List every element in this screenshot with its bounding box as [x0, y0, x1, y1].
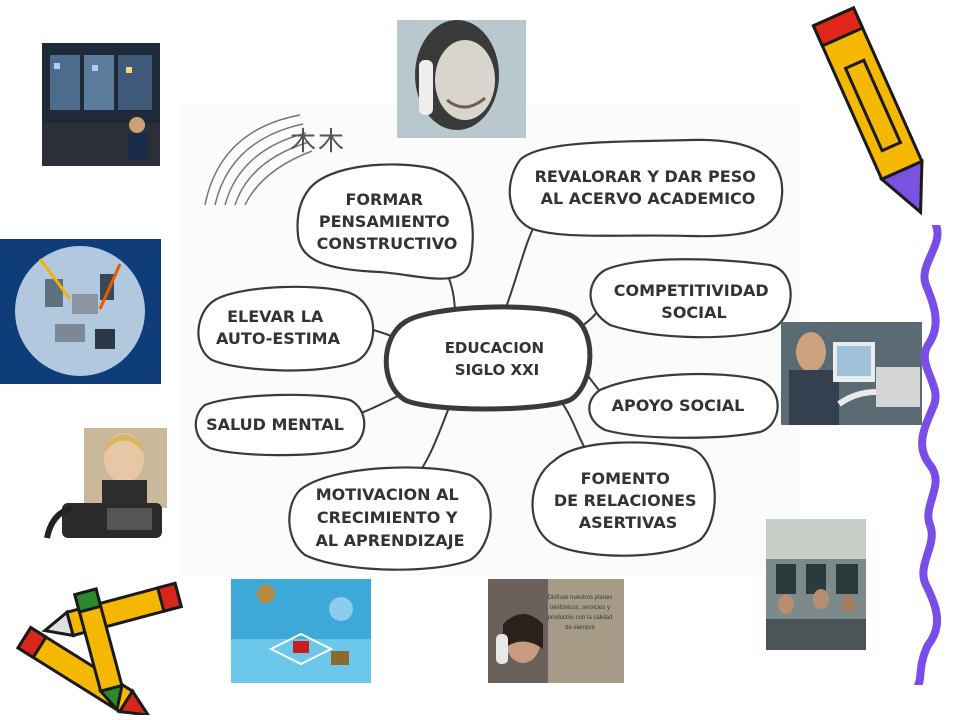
caption-line-3: productos con la calidad [548, 615, 613, 621]
bubble-competitividad [589, 258, 792, 339]
call-center-photo [766, 519, 866, 650]
wavy-line-decoration [914, 225, 942, 685]
node-label-apoyo: APOYO SOCIAL [612, 396, 745, 415]
svg-text:木: 木 [318, 127, 344, 157]
woman-desk-phone-photo [42, 428, 167, 541]
node-label-motivacion: MOTIVACION AL CRECIMIENTO Y AL APRENDIZA… [316, 485, 465, 550]
bubble-elevar [197, 285, 375, 372]
pencil-icon [811, 5, 924, 216]
node-label-fomento: FOMENTO DE RELACIONES ASERTIVAS [554, 469, 702, 532]
control-room-photo [42, 43, 160, 166]
caption-line-2: telefónicos, servicios y [550, 605, 610, 611]
technology-collage-photo [0, 239, 161, 384]
bubble-apoyo [588, 372, 779, 439]
caption-line-1: Disfrute nuestros planes [548, 595, 613, 601]
node-label-competitividad: COMPETITIVIDAD SOCIAL [614, 281, 775, 322]
bubble-motivacion [288, 466, 492, 571]
center-label: EDUCACION SIGLO XXI [445, 339, 550, 379]
crossed-pencils-icon [15, 581, 184, 715]
bubble-center [383, 304, 593, 412]
caption-line-4: de siempre [565, 625, 595, 631]
node-label-salud: SALUD MENTAL [206, 415, 344, 434]
swoosh-logo-icon: 木 木 [204, 114, 344, 206]
customer-service-photo: Disfrute nuestros planes telefónicos, se… [488, 579, 624, 683]
man-laptop-phone-photo [781, 322, 922, 425]
bubble-fomento [531, 441, 716, 557]
bubble-salud [194, 393, 366, 457]
bubble-revalorar [508, 138, 784, 238]
node-label-revalorar: REVALORAR Y DAR PESO AL ACERVO ACADEMICO [535, 167, 762, 208]
bubble-formar [296, 163, 474, 280]
network-collage-photo [231, 579, 371, 683]
svg-text:木: 木 [290, 127, 316, 157]
node-label-elevar: ELEVAR LA AUTO-ESTIMA [216, 307, 341, 348]
node-label-formar: FORMAR PENSAMIENTO CONSTRUCTIVO [317, 190, 458, 253]
woman-phone-photo [397, 20, 526, 138]
